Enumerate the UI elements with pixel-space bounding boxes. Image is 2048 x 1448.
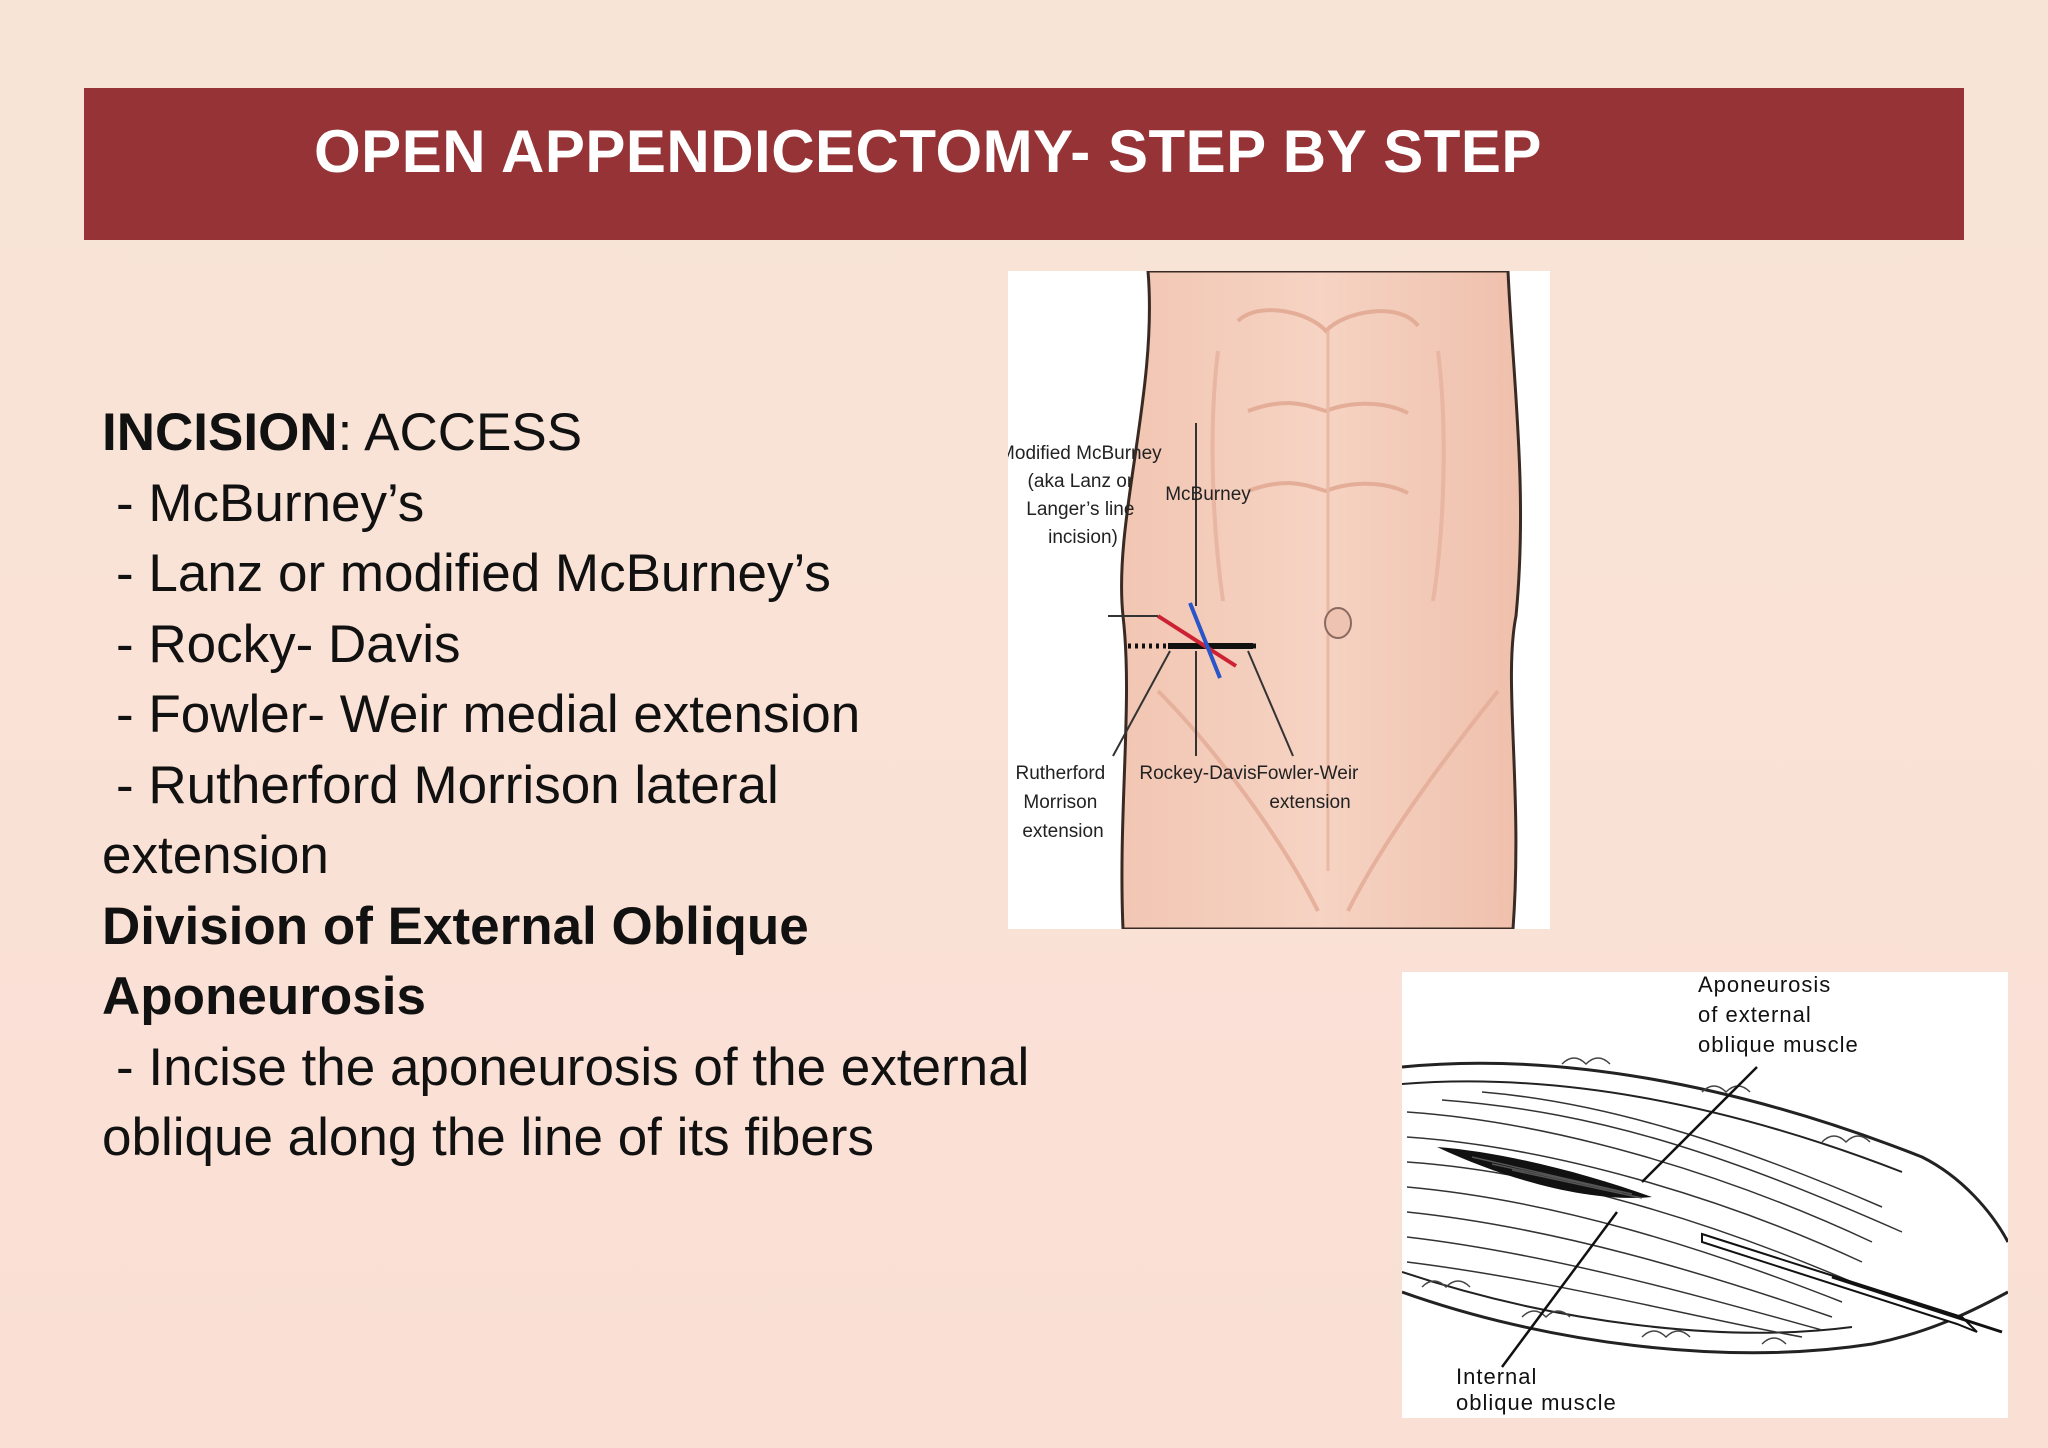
title-bar: OPEN APPENDICECTOMY- STEP BY STEP — [84, 88, 1964, 240]
inguinal-fold — [1156, 689, 1320, 912]
wound-outer-upper — [1401, 1080, 1903, 1173]
label-rockey-davis: Rockey-Davis — [1139, 763, 1256, 784]
incision-line: INCISION: ACCESS — [102, 398, 1042, 469]
fat-texture — [1421, 1057, 1871, 1345]
ab-contour — [1210, 350, 1225, 602]
leader-aponeurosis — [1641, 1066, 1758, 1183]
incision-item-fowler-weir: - Fowler- Weir medial extension — [116, 685, 861, 744]
wound-outer-lower — [1401, 1271, 1853, 1334]
label-mcburney: McBurney — [1165, 484, 1251, 505]
scalpel — [1701, 1232, 1978, 1333]
incision-diagram: Modified McBurney (aka Lanz or Langer’s … — [999, 269, 1550, 931]
label-rutherford: Rutherford Morrison extension — [1015, 763, 1110, 842]
wound-outer-lower — [1401, 1290, 2009, 1355]
ab-contour — [1247, 401, 1409, 415]
division-item: - Incise the aponeurosis of the external… — [102, 1037, 1030, 1168]
incision-diagram-svg: Modified McBurney (aka Lanz or Langer’s … — [999, 269, 1523, 931]
scalpel-handle — [1831, 1275, 2003, 1334]
inguinal-fold — [1346, 689, 1500, 912]
umbilicus — [1324, 607, 1352, 639]
fascia-fibers — [1406, 1091, 1903, 1338]
label-aponeurosis: Aponeurosis of external oblique muscle — [1698, 972, 1859, 1057]
incision-heading: INCISION — [102, 403, 338, 462]
ab-contour — [1247, 481, 1409, 495]
slide-title: OPEN APPENDICECTOMY- STEP BY STEP — [314, 118, 1542, 185]
wound-outer-upper — [1401, 1061, 2010, 1243]
incision-suffix: : ACCESS — [337, 403, 583, 462]
aponeurosis-diagram-svg: Aponeurosis of external oblique muscle I… — [1401, 972, 2010, 1415]
torso-shape — [1120, 269, 1523, 931]
label-modified-mcburney: Modified McBurney (aka Lanz or Langer’s … — [1008, 443, 1167, 548]
label-fowler-weir: Fowler-Weir extension — [1256, 763, 1363, 813]
ab-contour — [1431, 350, 1446, 602]
leader-internal — [1500, 1211, 1619, 1368]
leader-line — [1112, 650, 1171, 757]
incision-item-mcburney: - McBurney’s — [116, 473, 425, 533]
mcburney-incision — [1188, 602, 1222, 679]
label-internal: Internal oblique muscle — [1456, 1364, 1617, 1415]
muscle-striations — [1471, 1156, 1643, 1199]
division-heading: Division of External Oblique Aponeurosis — [102, 896, 809, 1027]
body-text: INCISION: ACCESS - McBurney’s - Lanz or … — [102, 398, 1042, 1174]
ab-contour — [1236, 308, 1420, 334]
leader-line — [1247, 650, 1294, 757]
aponeurosis-diagram: Aponeurosis of external oblique muscle I… — [1401, 972, 2010, 1418]
lanz-incision — [1156, 614, 1238, 668]
incision-item-rocky-davis: - Rocky- Davis — [116, 614, 461, 674]
incision-item-rutherford: - Rutherford Morrison lateral extension — [102, 755, 779, 886]
aponeurosis-slit — [1437, 1147, 1652, 1198]
incision-item-lanz: - Lanz or modified McBurney’s — [116, 544, 831, 603]
